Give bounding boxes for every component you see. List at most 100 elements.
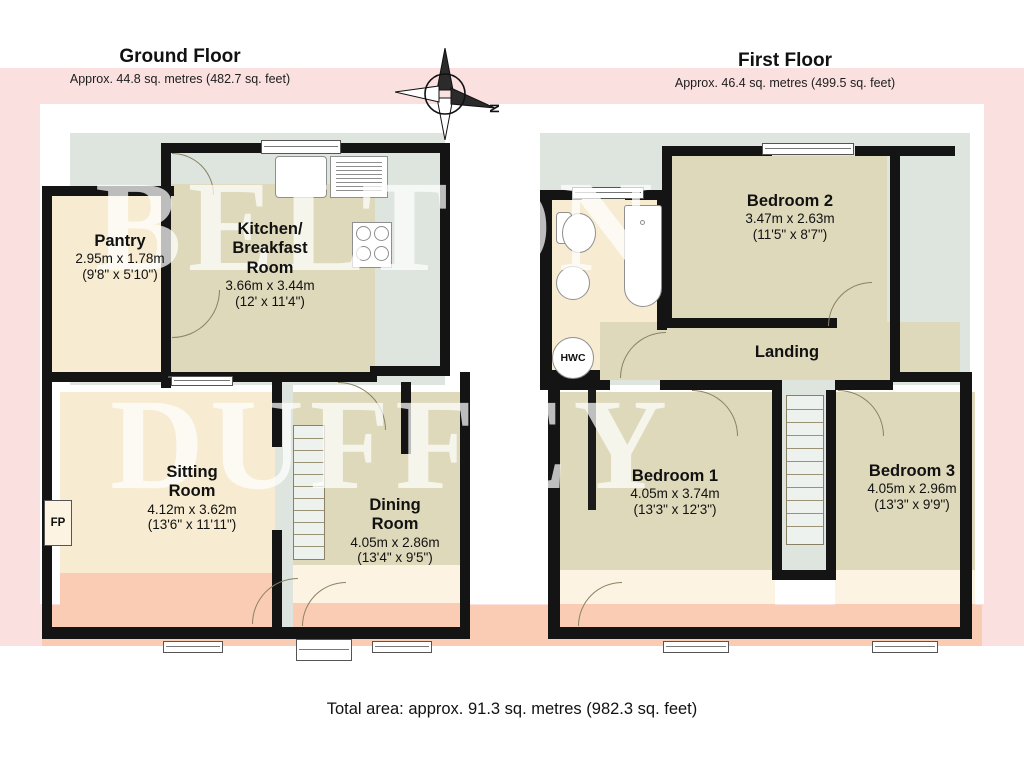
wall-first-right-shoulder [890,372,972,382]
hot-water-cylinder-badge: HWC [552,337,594,379]
room-imperial-dining: (13'4" x 9'5") [357,550,433,566]
room-label-dining: Dining Room 4.05m x 2.86m (13'4" x 9'5") [315,496,475,566]
room-fill-bedroom3-band [835,604,975,631]
room-name-kitchen-2: Breakfast [232,239,308,258]
wall-ground-mid-horizontal-2 [282,372,377,382]
wall-ground-bottom [42,627,470,639]
window-bedroom3-front [872,641,938,653]
room-fill-pantry [50,196,170,372]
room-fill-sitting [60,392,275,597]
room-name-dining: Dining [369,496,421,514]
wall-first-bed2-right [890,146,900,378]
window-dining-front [372,641,432,653]
window-sitting-rear [171,376,233,386]
staircase-first [786,395,824,545]
window-bedroom1-front [663,641,729,653]
room-fill-bedroom3-ivory [835,570,975,604]
room-label-bedroom1: Bedroom 1 4.05m x 3.74m (13'3" x 12'3") [580,467,770,518]
first-floor-subtitle: Approx. 46.4 sq. metres (499.5 sq. feet) [674,76,896,90]
wall-first-bed2-top-r [855,146,955,156]
wash-basin-icon [556,266,590,300]
room-name-kitchen-3: Room [246,258,294,277]
room-metric-sitting: 4.12m x 3.62m [147,501,237,517]
wall-first-bed1-stub [588,390,596,510]
staircase-ground [293,425,325,560]
room-imperial-kitchen: (12' x 11'4") [235,293,305,309]
room-name-kitchen: Kitchen/ [237,220,303,238]
sink-basin [275,156,327,198]
compass-north-label: N [486,103,502,114]
wall-first-bed1-top-l [548,380,610,390]
room-fill-kitchen [170,184,375,372]
room-label-sitting: Sitting Room 4.12m x 3.62m (13'6" x 11'1… [92,463,292,533]
wall-first-stair-left [772,380,782,580]
wall-first-bath-top-l [540,190,582,200]
fireplace-badge: FP [44,500,72,546]
band-mask-right [982,605,1024,646]
wall-ground-mid-horizontal [42,372,282,382]
room-metric-bedroom1: 4.05m x 3.74m [630,486,720,502]
room-imperial-bedroom1: (13'3" x 12'3") [633,502,717,518]
room-label-landing: Landing [712,343,862,362]
wc-pan-icon [562,213,596,253]
wall-first-bed2-top-l [662,146,772,156]
room-label-pantry: Pantry 2.95m x 1.78m (9'8" x 5'10") [35,232,205,283]
wall-ground-stair-right [401,382,411,454]
wall-ground-kitchen-top-right [340,143,450,153]
room-name-bedroom3: Bedroom 3 [868,462,956,480]
wall-ground-kitchen-top [161,143,281,153]
wall-ground-stair-left-upper [272,382,282,447]
window-sitting-front [163,641,223,653]
room-name-sitting: Sitting [166,463,218,481]
wall-first-bottom [548,627,972,639]
total-area-text: Total area: approx. 91.3 sq. metres (982… [326,700,698,718]
wall-ground-pantry-right [161,143,171,388]
hob-burner [374,246,389,261]
wall-first-bed3-top [835,380,893,390]
wall-ground-kitchen-bottom-r [370,366,450,376]
wall-ground-pantry-top [42,186,174,196]
wall-first-bath-top-r [625,190,667,200]
room-label-bedroom3: Bedroom 3 4.05m x 2.96m (13'3" x 9'9") [822,462,1002,513]
wall-ground-left [42,186,52,636]
wall-ground-kitchen-right [440,143,450,373]
room-name-bedroom1: Bedroom 1 [631,467,719,485]
hob-burner [356,226,371,241]
room-metric-dining: 4.05m x 2.86m [350,534,440,550]
first-floor-title: First Floor [738,50,832,71]
room-metric-kitchen: 3.66m x 3.44m [225,277,315,293]
wall-first-left-lower [548,380,560,635]
wall-first-bed2-bottom [667,318,837,328]
bath-plug-icon [640,220,645,225]
room-name-sitting-2: Room [168,482,216,501]
band-mask-left [0,605,42,646]
room-label-bedroom2: Bedroom 2 3.47m x 2.63m (11'5" x 8'7") [700,192,880,243]
room-name-bedroom2: Bedroom 2 [746,192,834,210]
wall-first-left-upper [540,190,552,390]
wall-first-stair-bottom [782,570,834,580]
compass-rose-icon [394,47,496,141]
room-imperial-bedroom3: (13'3" x 9'9") [874,497,950,513]
window-bedroom2-rear [762,143,854,155]
drainer-grooves [336,162,382,192]
wall-first-bed2-left [662,146,672,326]
wall-first-right [960,372,972,637]
compass-rose: N [394,47,502,141]
room-imperial-pantry: (9'8" x 5'10") [82,267,158,283]
ground-floor-title: Ground Floor [119,46,241,67]
wall-first-bed1-top-r [660,380,780,390]
wall-ground-right [460,372,470,637]
ground-floor-subtitle: Approx. 44.8 sq. metres (482.7 sq. feet) [69,72,291,86]
window-kitchen-rear [261,140,341,154]
room-fill-sitting-band [60,573,275,625]
room-metric-bedroom2: 3.47m x 2.63m [745,211,835,227]
room-imperial-bedroom2: (11'5" x 8'7") [752,227,828,243]
room-name-dining-2: Room [371,515,419,534]
room-label-kitchen: Kitchen/ Breakfast Room 3.66m x 3.44m (1… [190,220,350,309]
window-dining-front-door [296,639,352,661]
room-metric-bedroom3: 4.05m x 2.96m [867,481,957,497]
window-bathroom-rear [572,187,644,199]
room-metric-pantry: 2.95m x 1.78m [75,251,165,267]
wall-first-stair-right [826,390,836,580]
